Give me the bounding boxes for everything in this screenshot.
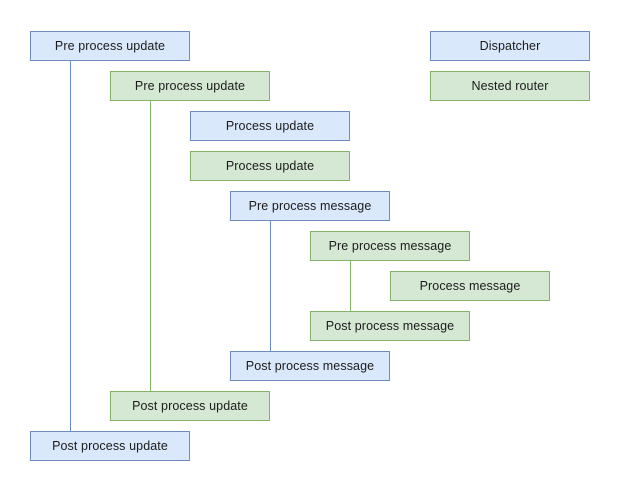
- legend-item-dispatcher-label: Dispatcher: [479, 38, 541, 53]
- legend-item-router[interactable]: Nested router: [430, 71, 590, 101]
- connector-dispatcher-update-span: [70, 61, 71, 431]
- connector-router-message-span: [350, 261, 351, 311]
- lifecycle-step[interactable]: Pre process update: [110, 71, 270, 101]
- lifecycle-step-label: Post process message: [325, 318, 455, 333]
- lifecycle-step[interactable]: Post process update: [110, 391, 270, 421]
- lifecycle-step[interactable]: Post process update: [30, 431, 190, 461]
- lifecycle-step-label: Pre process message: [328, 238, 452, 253]
- lifecycle-step[interactable]: Process update: [190, 151, 350, 181]
- lifecycle-step-label: Post process update: [52, 438, 168, 453]
- lifecycle-step[interactable]: Pre process update: [30, 31, 190, 61]
- lifecycle-step-label: Pre process update: [54, 38, 166, 53]
- lifecycle-step-label: Process message: [419, 278, 521, 293]
- lifecycle-step[interactable]: Post process message: [310, 311, 470, 341]
- legend-item-dispatcher[interactable]: Dispatcher: [430, 31, 590, 61]
- lifecycle-step-label: Pre process update: [134, 78, 246, 93]
- lifecycle-step[interactable]: Post process message: [230, 351, 390, 381]
- lifecycle-step-label: Process update: [225, 118, 315, 133]
- lifecycle-step[interactable]: Pre process message: [310, 231, 470, 261]
- lifecycle-step-label: Process update: [225, 158, 315, 173]
- lifecycle-step-label: Post process message: [245, 358, 375, 373]
- lifecycle-step-label: Post process update: [132, 398, 248, 413]
- connector-dispatcher-message-span: [270, 221, 271, 351]
- legend-item-router-label: Nested router: [471, 78, 549, 93]
- lifecycle-step[interactable]: Process message: [390, 271, 550, 301]
- lifecycle-step[interactable]: Process update: [190, 111, 350, 141]
- lifecycle-step[interactable]: Pre process message: [230, 191, 390, 221]
- lifecycle-step-label: Pre process message: [248, 198, 372, 213]
- connector-router-update-span: [150, 101, 151, 391]
